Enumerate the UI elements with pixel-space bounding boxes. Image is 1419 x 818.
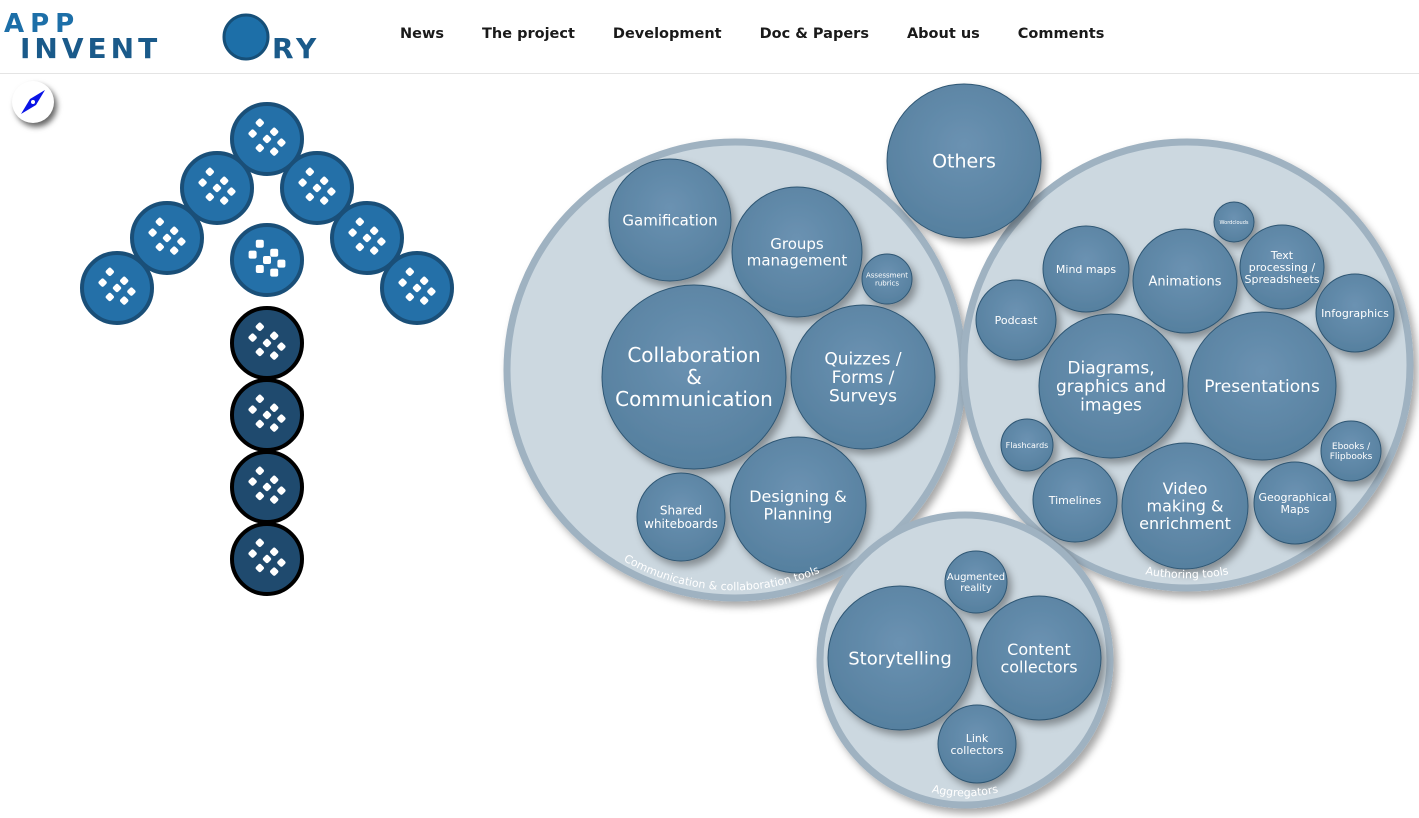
category-label: Diagrams, [1067,358,1154,378]
category-label: reality [960,583,992,594]
category-label: Planning [764,504,833,523]
category-label: Surveys [829,387,897,407]
category-label: Infographics [1321,307,1389,320]
category-label: Forms / [832,368,895,388]
category-label: Shared [660,504,702,518]
category-label: Link [966,732,989,745]
category-label: images [1080,396,1142,416]
svg-text:RY: RY [272,32,320,64]
nav-about-us[interactable]: About us [906,26,980,42]
app-dots-icon[interactable] [330,201,404,275]
category-podcast[interactable]: Podcast [975,279,1057,361]
category-label: Communication [615,387,773,411]
app-inventory-logo[interactable]: APP INVENT RY [2,8,352,64]
category-label: Augmented [947,572,1005,583]
site-header: APP INVENT RY News The project Developme… [0,0,1419,74]
category-label: & [686,365,702,389]
group-label: Authoring tools [1145,564,1230,581]
category-label: Text [1270,249,1294,262]
main-nav: News The project Development Doc & Paper… [381,26,1123,42]
category-label: whiteboards [644,517,718,531]
svg-text:INVENT: INVENT [20,32,161,64]
category-label: rubrics [875,279,899,287]
app-dots-icon[interactable] [230,223,304,297]
category-label: Content [1007,640,1071,659]
category-designing-planning[interactable]: Designing &Planning [729,436,867,574]
category-label: Gamification [622,211,717,229]
app-dots-icon[interactable] [80,251,154,325]
category-infographics[interactable]: Infographics [1315,273,1395,353]
category-flashcards[interactable]: Flashcards [1000,418,1054,472]
category-label: Ebooks / [1332,442,1371,452]
category-wordclouds[interactable]: Wordclouds [1213,201,1255,243]
category-label: processing / [1249,261,1316,274]
category-mind-maps[interactable]: Mind maps [1042,225,1130,313]
compass-icon [21,90,45,114]
category-label: Video [1163,479,1208,498]
category-label: Timelines [1048,494,1102,507]
category-label: Collaboration [627,343,760,367]
category-label: Quizzes / [824,349,901,369]
category-label: Designing & [749,487,847,506]
category-label: Spreadsheets [1244,273,1319,286]
app-dots-icon[interactable] [230,450,304,524]
category-label: Assessment [866,272,908,280]
category-presentations[interactable]: Presentations [1187,311,1337,461]
category-label: Flashcards [1006,441,1049,450]
category-label: Presentations [1204,377,1320,397]
category-label: Maps [1281,503,1310,516]
app-dots-icon[interactable] [130,201,204,275]
category-gamification[interactable]: Gamification [608,158,732,282]
category-label: collectors [950,744,1003,757]
category-label: Storytelling [848,648,952,669]
category-label: Podcast [995,314,1038,327]
category-label: Animations [1148,275,1221,290]
app-dots-icon[interactable] [230,522,304,596]
category-label: enrichment [1139,514,1231,533]
app-dots-icon[interactable] [230,306,304,380]
category-label: Flipbooks [1330,452,1373,462]
category-animations[interactable]: Animations [1132,228,1238,334]
app-dots-icon[interactable] [180,151,254,225]
category-label: Wordclouds [1220,220,1249,226]
category-label: Mind maps [1056,263,1116,276]
svg-text:APP: APP [4,9,80,39]
category-label: Geographical [1258,491,1331,504]
category-collaboration-communication[interactable]: Collaboration&Communication [601,284,787,470]
category-label: making & [1147,497,1224,516]
nav-development[interactable]: Development [612,26,722,42]
nav-the-project[interactable]: The project [482,26,575,42]
category-label: Others [932,151,996,173]
app-dots-icon[interactable] [230,378,304,452]
group-label: Aggregators [931,782,1000,799]
category-label: collectors [1000,657,1077,676]
compass-button[interactable] [12,81,54,123]
nav-news[interactable]: News [400,26,444,42]
category-timelines[interactable]: Timelines [1032,457,1118,543]
nav-comments[interactable]: Comments [1017,26,1105,42]
app-dots-icon[interactable] [380,251,454,325]
category-label: Groups [770,235,824,253]
category-storytelling[interactable]: Storytelling [827,585,973,731]
app-dots-icon[interactable] [280,151,354,225]
nav-doc-papers[interactable]: Doc & Papers [759,26,869,42]
category-quizzes-forms-surveys[interactable]: Quizzes /Forms /Surveys [790,304,936,450]
category-ebooks-flipbooks[interactable]: Ebooks /Flipbooks [1320,420,1382,482]
category-others[interactable]: Others [886,83,1042,239]
category-label: management [747,252,848,270]
category-label: graphics and [1056,377,1166,397]
app-dots-icon[interactable] [230,102,304,176]
